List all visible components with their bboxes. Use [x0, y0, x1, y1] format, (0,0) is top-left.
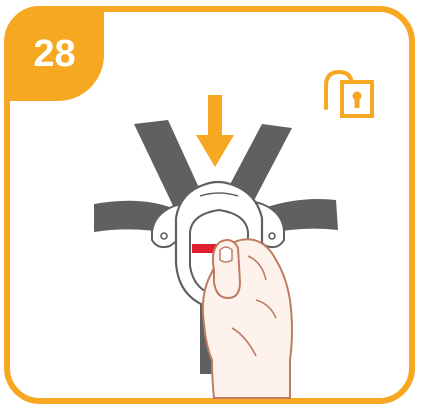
unlocked-padlock-icon — [326, 72, 372, 116]
hand — [203, 239, 292, 398]
down-arrow-icon — [196, 95, 234, 167]
